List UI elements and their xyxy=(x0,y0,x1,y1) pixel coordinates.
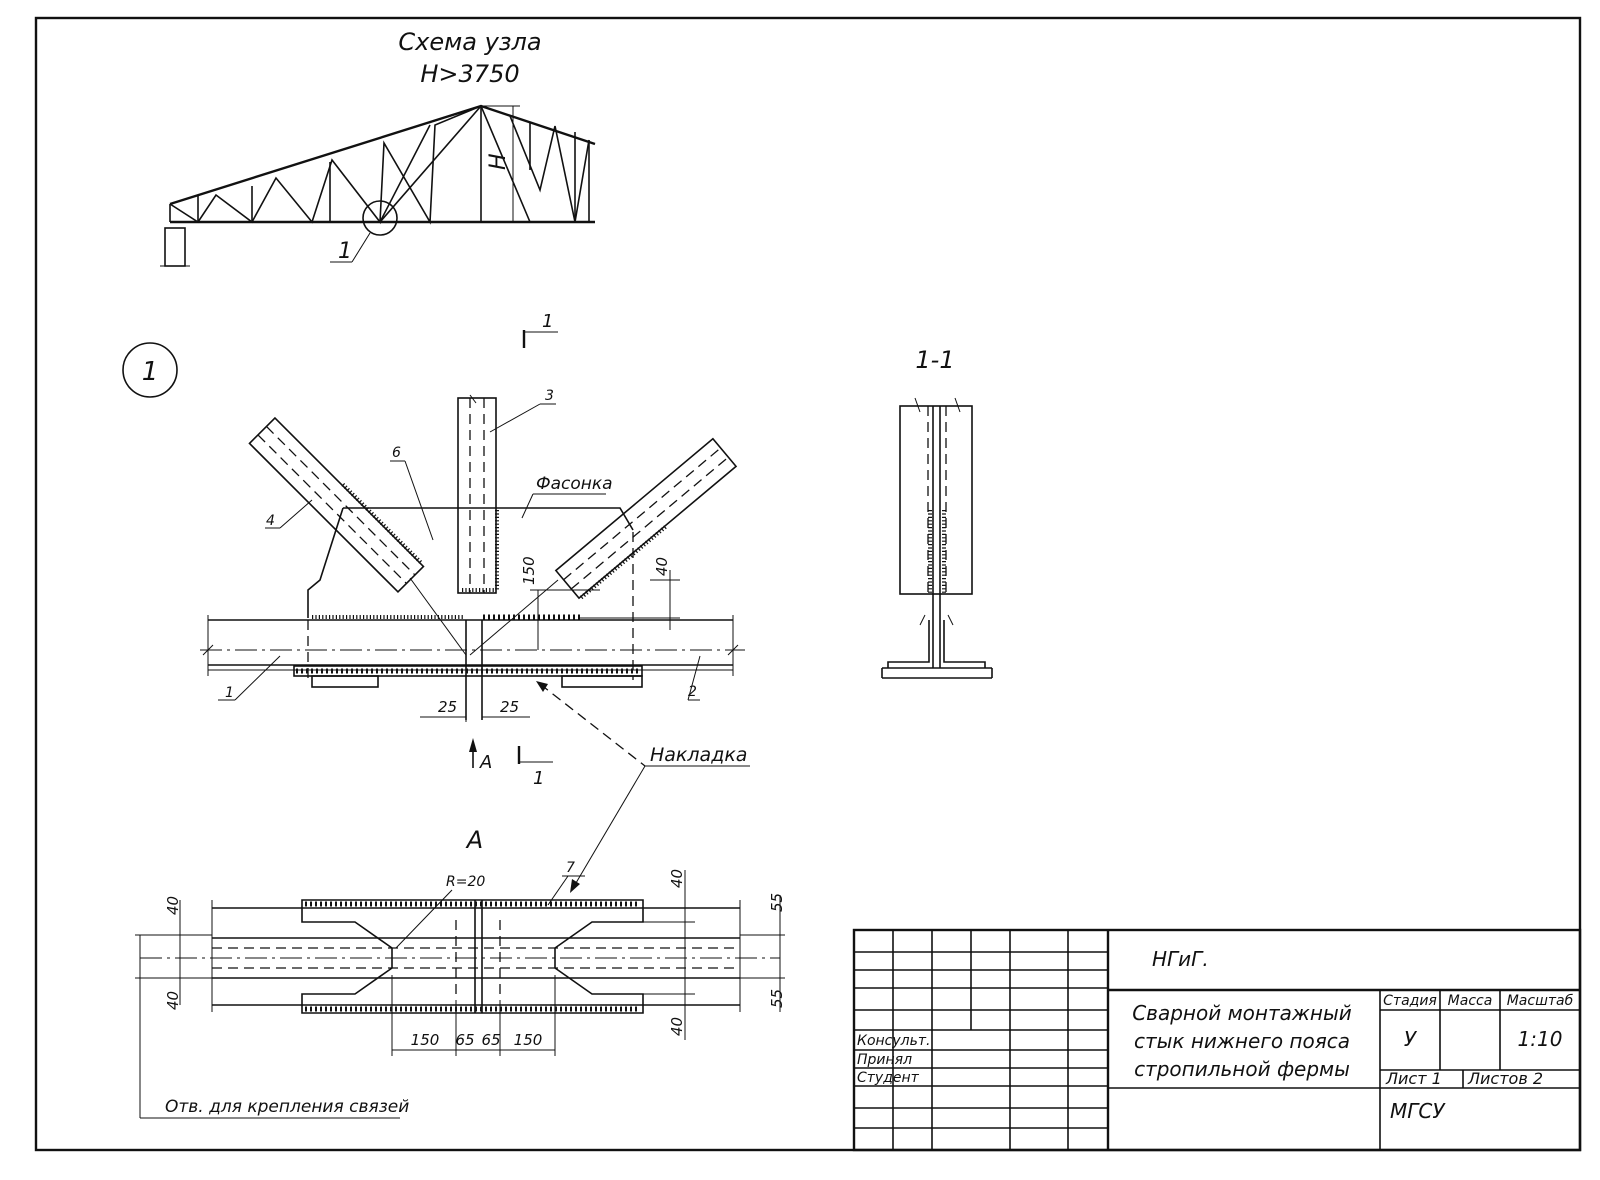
gusset-label: Фасонка xyxy=(536,474,613,494)
node-circle xyxy=(362,200,398,236)
dim-gap-right: 25 xyxy=(500,698,519,716)
callout-6: 6 xyxy=(392,445,401,461)
drawing-title-1: Сварной монтажный xyxy=(1132,1001,1352,1025)
plan-dim-inner-bottom: 40 xyxy=(668,1017,686,1036)
scheme-condition: H>3750 xyxy=(420,60,519,88)
dim-gap-left: 25 xyxy=(438,698,457,716)
scheme-title: Схема узла xyxy=(398,28,541,56)
cover-plate-label: Накладка xyxy=(650,744,747,766)
plan-dim-right-bottom: 55 xyxy=(768,989,786,1008)
callout-4: 4 xyxy=(266,513,275,529)
section-1-1: 1-1 xyxy=(881,346,993,679)
role-accepted: Принял xyxy=(857,1052,912,1068)
university: МГСУ xyxy=(1390,1099,1446,1123)
header-scale: Масштаб xyxy=(1507,993,1574,1009)
plan-dim-bottom-3: 65 xyxy=(481,1031,500,1049)
node-number: 1 xyxy=(142,357,159,387)
section-mark-bottom: 1 xyxy=(533,768,544,789)
node-1-view: 1 1 1 xyxy=(122,311,750,893)
dim-height: 150 xyxy=(520,556,538,585)
org-code: НГиГ. xyxy=(1152,947,1209,971)
plan-dim-bottom-1: 150 xyxy=(411,1031,440,1049)
plan-dim-bottom-4: 150 xyxy=(514,1031,543,1049)
plan-dim-left-top: 40 xyxy=(164,896,182,915)
plan-dim-bottom-2: 65 xyxy=(455,1031,474,1049)
plan-dim-inner-top: 40 xyxy=(668,869,686,888)
drawing-title-2: стык нижнего пояса xyxy=(1134,1029,1350,1053)
scheme-height-label: H xyxy=(486,153,511,170)
view-arrow-label: A xyxy=(479,752,492,773)
plan-part: 7 xyxy=(566,860,575,876)
plan-note: Отв. для крепления связей xyxy=(165,1097,409,1117)
dim-top: 40 xyxy=(653,557,671,576)
plan-radius: R=20 xyxy=(446,874,485,890)
callout-1: 1 xyxy=(225,685,234,701)
section-mark-top: 1 xyxy=(542,311,553,332)
plan-title: A xyxy=(465,826,483,854)
drawing-title-3: стропильной фермы xyxy=(1134,1057,1350,1081)
header-stage: Стадия xyxy=(1383,993,1437,1009)
scale-value: 1:10 xyxy=(1518,1027,1563,1051)
sheet-frame xyxy=(34,16,1582,1152)
scheme-node-ref: 1 xyxy=(338,239,352,264)
callout-3: 3 xyxy=(545,388,554,404)
sheet-number: Лист 1 xyxy=(1385,1069,1442,1088)
callout-2: 2 xyxy=(688,684,697,700)
title-block: Консульт. Принял Студент НГиГ. Сварной м… xyxy=(852,928,1582,1152)
plan-dim-left-bottom: 40 xyxy=(164,991,182,1010)
role-student: Студент xyxy=(857,1070,920,1086)
truss-scheme: Схема узла H>3750 H 1 xyxy=(160,28,596,267)
stage-value: У xyxy=(1404,1027,1418,1051)
sheets-total: Листов 2 xyxy=(1467,1069,1543,1088)
header-mass: Масса xyxy=(1448,993,1493,1009)
plan-view-a: A R=20 7 40 40 Отв. для крепл xyxy=(135,826,786,1119)
plan-dim-right-top: 55 xyxy=(768,893,786,912)
section-title: 1-1 xyxy=(915,346,954,374)
node-number-circle xyxy=(122,342,178,398)
role-consult: Консульт. xyxy=(857,1033,930,1049)
